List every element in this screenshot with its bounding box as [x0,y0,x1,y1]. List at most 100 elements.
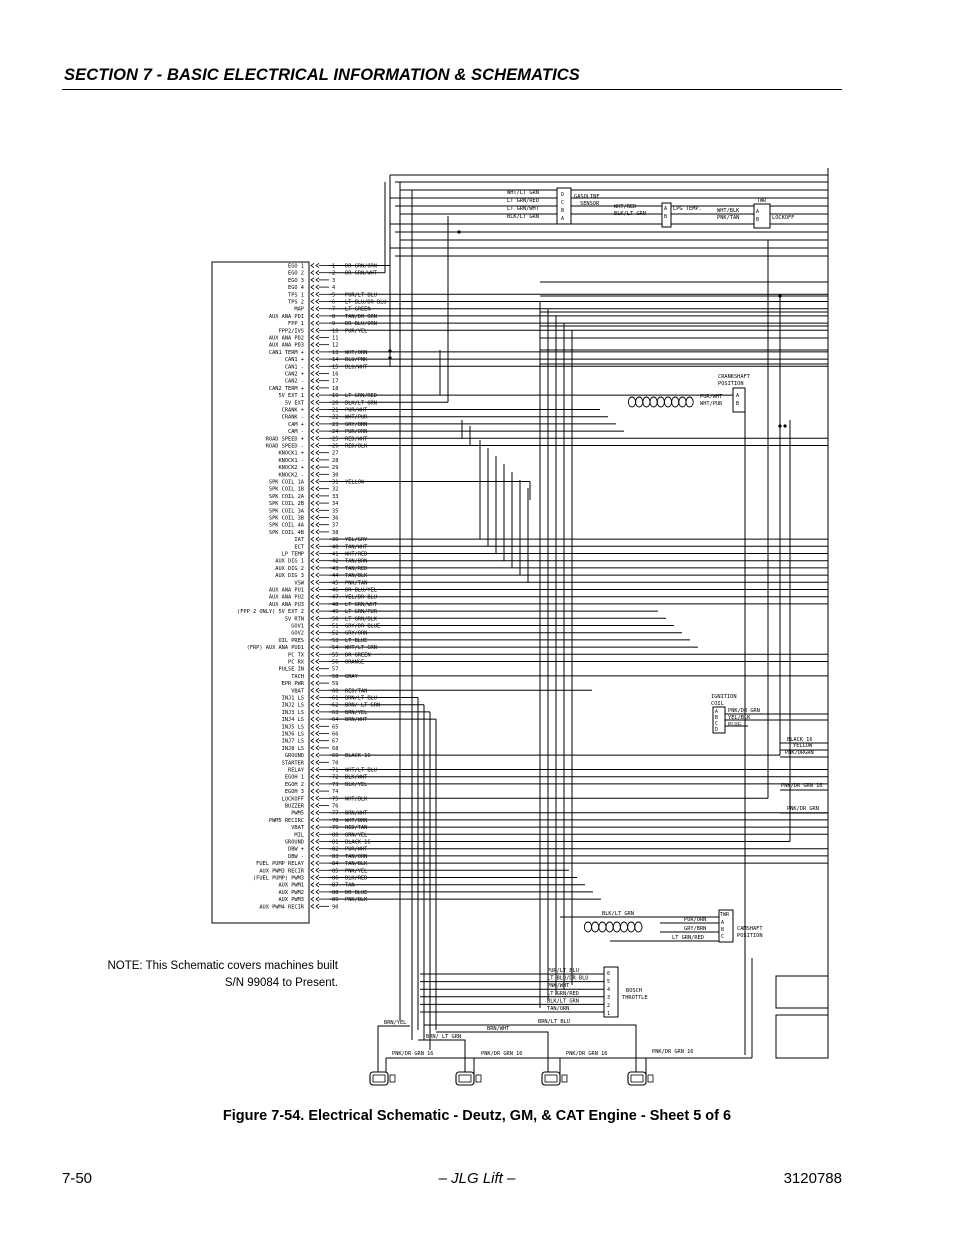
lockoff-label: LOCKOFF [772,215,794,221]
pin-chevron [315,831,320,837]
connector-pin-label: A [721,920,724,926]
ecu-pin-number: 56 [332,660,338,666]
ecu-pin-number: 5 [332,292,335,298]
camshaft-tag: TWR [720,912,730,918]
injector-plug [389,1074,396,1083]
pin-chevron [315,471,320,477]
ecu-pin-number: 42 [332,559,338,565]
ecu-pin-function: KNOCK1 + [278,451,304,457]
injector-wire-label: BRN/LT BLU [538,1019,570,1025]
ecu-pin-wire-color: LT GRN/RED [345,393,377,399]
ecu-pin-number: 38 [332,530,338,536]
ecu-pin-wire-color: TAN/BLK [345,861,368,867]
ecu-pin-number: 18 [332,386,338,392]
lockoff-wire: WHT/BLK [717,208,740,214]
pin-chevron [310,298,315,305]
ecu-pin-wire-color: GRY/BRN [345,422,367,428]
pin-chevron [310,291,315,297]
gasoline-sensor-label: GASOLINE [574,194,600,200]
pin-chevron [315,399,320,405]
pin-chevron [315,795,320,801]
pin-chevron [310,558,315,564]
injector-wire-label: BRN/YEL [384,1020,406,1026]
gasoline-sensor-connector [556,187,572,225]
ecu-pin-wire-color: LT BLU/DR BLU [345,300,386,306]
pin-chevron [315,442,320,449]
sensor-coil-loop [619,921,629,933]
bosch-throttle-wire: TAN/ORN [547,1006,569,1012]
schematic-note: NOTE: This Schematic covers machines bui… [100,958,338,992]
pin-chevron [310,687,315,693]
ignition-coil-label: COIL [711,701,724,707]
pin-chevron [315,860,320,866]
ecu-pin-number: 62 [332,703,338,709]
pin-chevron [315,327,320,333]
ecu-pin-number: 31 [332,480,338,486]
ecu-pin-wire-color: WHT/PUR [345,415,368,421]
lockoff-wire: PNK/TAN [717,215,739,221]
ecu-pin-function: 5V EXT [285,400,305,406]
ecu-pin-number: 40 [332,544,338,550]
pin-chevron [315,550,320,557]
pin-chevron [310,637,315,643]
injector-wire [436,1031,549,1075]
ecu-pin-function: CAN1 - [285,364,304,370]
pin-chevron [310,601,315,607]
ecu-pin-number: 2 [332,271,335,277]
sensor-coil-loop [656,396,665,408]
ecu-pin-wire-color: TAN [345,883,355,889]
sensor-coil-loop [605,921,614,933]
pin-chevron [315,536,320,542]
ecu-pin-number: 70 [332,760,338,766]
pin-chevron [310,709,315,715]
junction-dot [388,356,392,360]
pin-chevron [310,270,315,276]
pin-chevron [315,543,320,549]
pin-chevron [315,370,320,377]
pin-chevron [310,846,315,852]
pin-chevron [310,478,315,485]
pin-chevron [315,356,320,362]
ecu-pin-wire-color: TAN/BRN [345,559,367,565]
ecu-pin-number: 69 [332,753,338,759]
ecu-pin-number: 89 [332,897,338,903]
off-sheet-box [775,1014,829,1059]
pin-chevron [315,810,320,816]
ecu-pin-function: AUX DIG 1 [275,559,304,565]
ecu-pin-function: LOCKOFF [282,796,304,802]
right-wire-label: YELLOW [793,743,813,749]
pin-chevron [315,349,320,355]
connector-pin-label: B [756,217,759,223]
wire-layer [329,168,829,1075]
ecu-pin-function: EGOH 2 [285,782,304,788]
sensor-coil-loop [612,921,621,933]
ecu-pin-number: 59 [332,681,338,687]
ecu-pin-wire-color: LT GRN/BLK [345,616,378,622]
connector-pin-label: D [561,192,564,198]
connector-pin-label: 1 [607,1011,610,1017]
ecu-pin-wire-color: WHT/LT BLU [345,768,377,774]
ecu-pin-wire-color: WHT/LT GRN [345,645,377,651]
pin-chevron [310,680,315,686]
pin-chevron [310,831,315,837]
pin-chevron [310,752,315,758]
pin-chevron [310,795,315,801]
ecu-pin-number: 49 [332,609,338,615]
injector-face [630,1074,644,1083]
ecu-pin-function: PWM5 RECIRC [269,818,304,824]
ecu-pin-number: 73 [332,782,338,788]
pin-chevron [310,378,315,384]
pin-chevron [315,579,320,585]
ecu-pin-function: INJ4 LS [282,717,304,723]
pin-chevron [315,586,320,593]
pin-chevron [315,392,320,398]
ecu-pin-wire-color: TAN/RED [345,566,367,572]
ecu-pin-function: PULSE IN [278,667,304,673]
pin-chevron [315,406,320,413]
connector-pin-label: B [721,927,724,933]
right-wire-label: BLACK 16 [787,737,813,743]
pin-chevron [310,673,315,679]
pin-chevron [310,882,315,888]
pin-chevron [315,313,320,319]
